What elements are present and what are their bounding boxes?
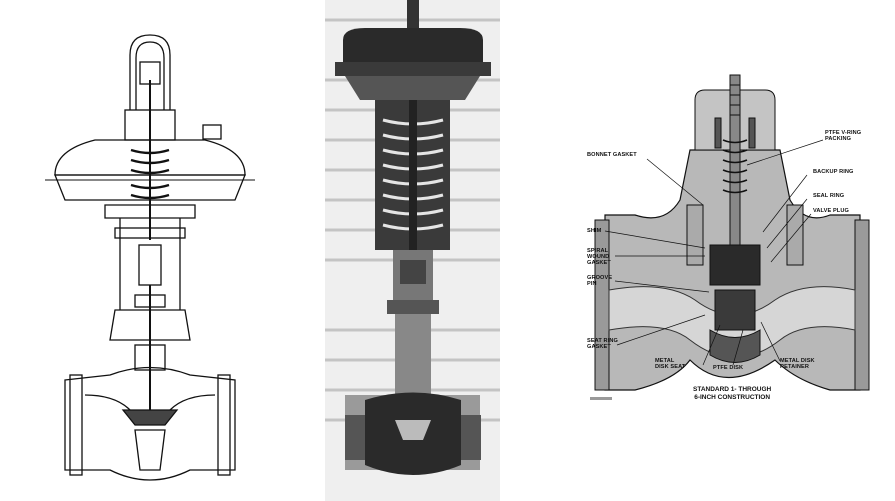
valve-scan-drawing <box>325 0 500 501</box>
label-spiral-wound-gasket: SPIRAL WOUND GASKET <box>587 248 611 266</box>
label-ptfe-v-ring-packing: PTFE V-RING PACKING <box>825 130 862 142</box>
label-seal-ring: SEAL RING <box>813 193 845 199</box>
top-loop <box>129 34 171 110</box>
valve-cutaway-right: BONNET GASKET PTFE V-RING PACKING BACKUP… <box>575 0 893 501</box>
valve-cutaway-drawing <box>590 74 870 400</box>
label-shim: SHIM <box>587 228 602 234</box>
diaphragm-casing <box>54 139 246 176</box>
valve-body <box>64 366 236 481</box>
valve-drawing-left <box>35 0 285 490</box>
label-metal-disk-retainer: METAL DISK RETAINER <box>780 358 815 370</box>
label-backup-ring: BACKUP RING <box>813 169 854 175</box>
label-metal-disk-seat: METAL DISK SEAT <box>655 358 686 370</box>
label-bonnet-gasket: BONNET GASKET <box>587 152 637 158</box>
valve-line-drawing <box>45 34 255 481</box>
label-valve-plug: VALVE PLUG <box>813 208 849 214</box>
figure-caption: STANDARD 1- THROUGH 6-INCH CONSTRUCTION <box>693 386 772 401</box>
label-seat-ring-gasket: SEAT RING GASKET <box>587 338 618 350</box>
scale-bar <box>590 397 612 400</box>
label-groove-pin: GROOVE PIN <box>587 275 613 287</box>
label-ptfe-disk: PTFE DISK <box>713 365 744 371</box>
valve-photo-middle <box>325 0 500 501</box>
